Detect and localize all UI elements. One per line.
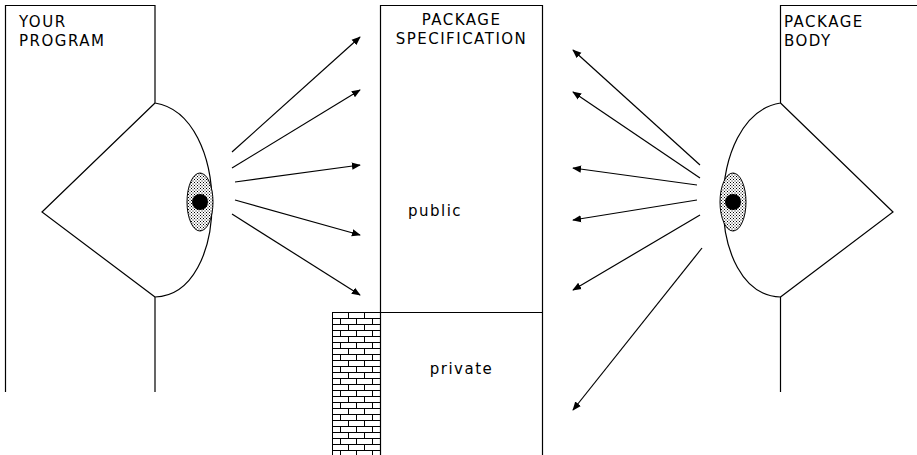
section-label: public <box>390 202 480 221</box>
eye <box>720 173 746 231</box>
pupil <box>192 194 208 210</box>
program-box: YOUR PROGRAM <box>5 5 220 393</box>
view-arrow <box>232 214 360 295</box>
view-arrow <box>573 248 702 410</box>
node-outline <box>380 5 543 455</box>
box-title: PACKAGE SPECIFICATION <box>384 11 539 49</box>
view-arrow <box>235 200 360 235</box>
node-outline <box>5 5 220 393</box>
view-arrow <box>573 50 700 165</box>
view-arrow <box>573 200 697 220</box>
node-outline <box>700 5 917 393</box>
pupil <box>725 194 741 210</box>
package-body-box: PACKAGE BODY <box>700 5 917 393</box>
package-spec-box: PACKAGE SPECIFICATION public private <box>380 5 543 455</box>
view-arrow <box>573 215 700 290</box>
box-title: YOUR PROGRAM <box>19 13 139 51</box>
eye <box>187 173 213 231</box>
view-arrow <box>235 165 360 182</box>
view-arrow <box>232 90 360 168</box>
view-arrow <box>573 92 700 178</box>
view-arrow <box>573 168 697 185</box>
view-arrow <box>232 37 360 152</box>
box-title: PACKAGE BODY <box>784 13 904 51</box>
section-label: private <box>400 360 523 379</box>
